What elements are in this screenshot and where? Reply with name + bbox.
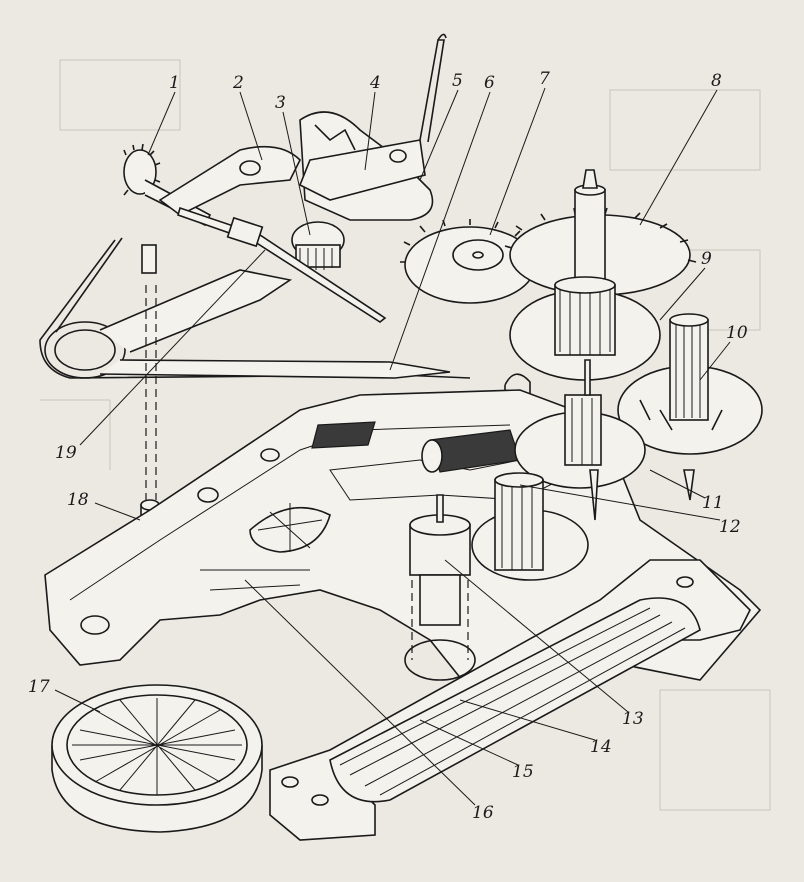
callout-7: 7 bbox=[539, 69, 550, 89]
callout-17: 17 bbox=[28, 677, 50, 697]
callout-12: 12 bbox=[719, 517, 741, 537]
paper-show-through bbox=[40, 59, 771, 811]
part-14-roller bbox=[329, 597, 701, 803]
callout-3: 3 bbox=[275, 93, 286, 113]
part-12-cylinder bbox=[421, 429, 521, 473]
callout-1: 1 bbox=[169, 73, 180, 93]
part-3-gear bbox=[291, 221, 345, 270]
part-9-gear bbox=[509, 276, 661, 381]
callout-5: 5 bbox=[452, 71, 463, 91]
callout-16: 16 bbox=[472, 803, 494, 823]
callout-14: 14 bbox=[590, 737, 612, 757]
callout-18: 18 bbox=[67, 490, 89, 510]
callout-13: 13 bbox=[622, 709, 644, 729]
callout-labels: 1 2 3 4 5 6 7 8 9 10 11 12 13 14 15 16 1… bbox=[28, 69, 748, 823]
part-10-gear bbox=[617, 313, 763, 501]
callout-10: 10 bbox=[726, 323, 748, 343]
callout-6: 6 bbox=[484, 73, 495, 93]
part-17-disk bbox=[51, 684, 263, 833]
leader-lines bbox=[54, 87, 731, 806]
part-11-gear bbox=[514, 359, 646, 521]
callout-8: 8 bbox=[711, 71, 722, 91]
callout-11: 11 bbox=[702, 493, 724, 513]
part-6-spring-lever bbox=[39, 237, 531, 410]
part-4-bracket bbox=[298, 33, 447, 201]
callout-19: 19 bbox=[55, 443, 77, 463]
callout-2: 2 bbox=[232, 73, 244, 93]
part-2-lever bbox=[158, 145, 301, 216]
part-13-gear-assembly bbox=[404, 472, 589, 681]
callout-9: 9 bbox=[701, 249, 712, 269]
callout-4: 4 bbox=[369, 73, 381, 93]
callout-15: 15 bbox=[512, 762, 534, 782]
part-19-shaft bbox=[177, 206, 387, 323]
part-8-gear-with-pinion bbox=[504, 169, 697, 296]
